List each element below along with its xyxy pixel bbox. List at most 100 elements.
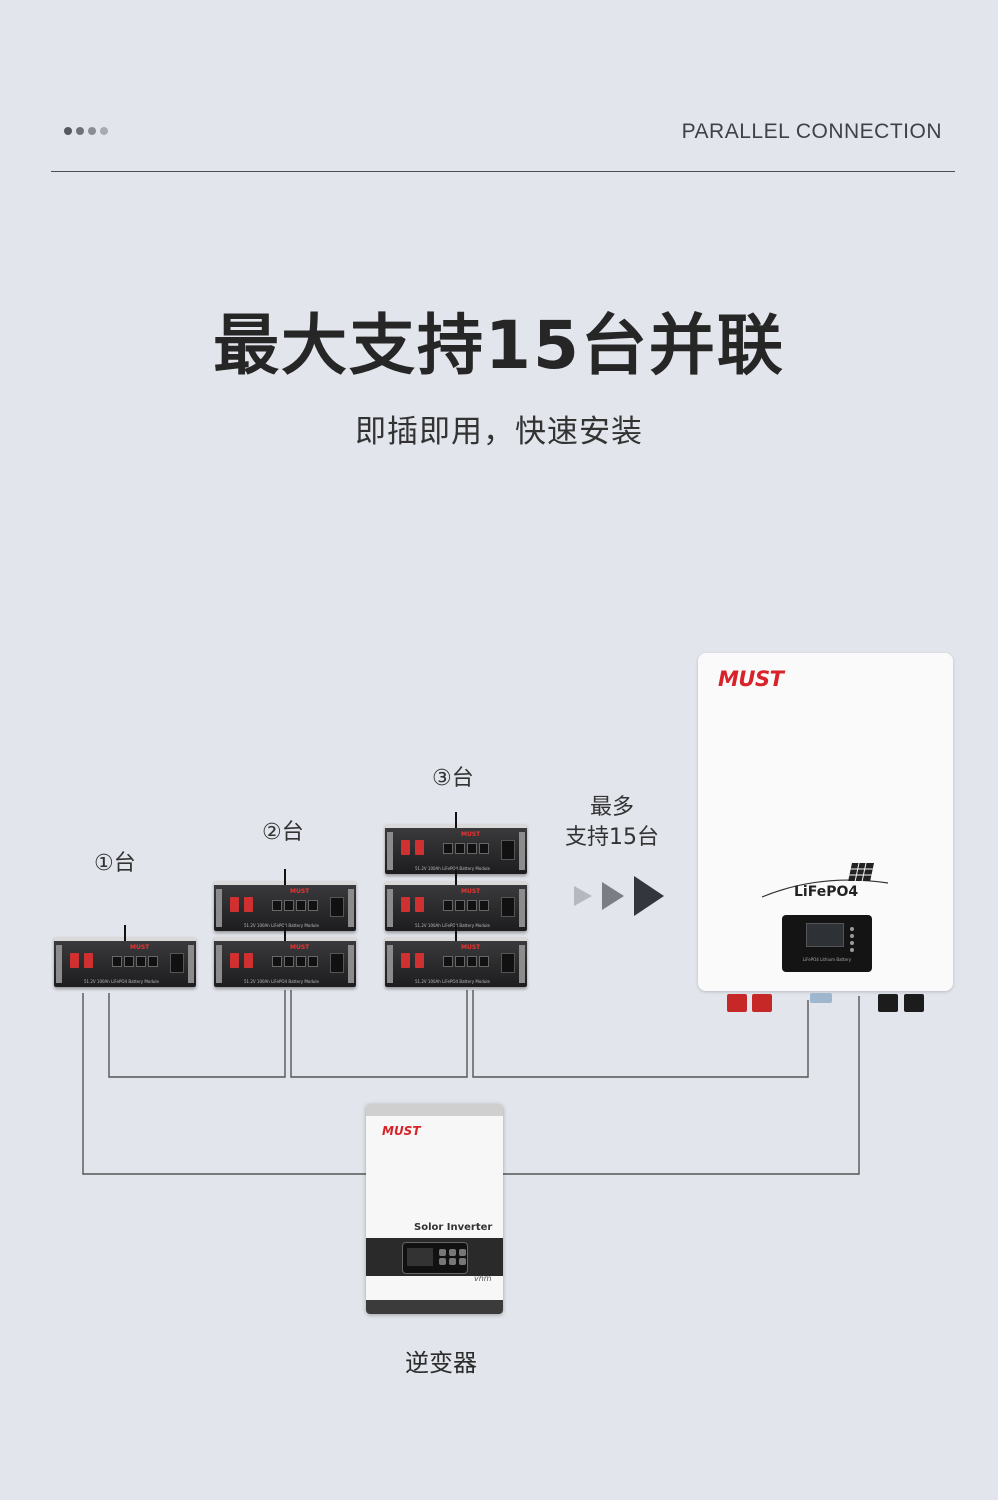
cable-icon xyxy=(124,925,126,941)
negative-connector xyxy=(904,994,924,1012)
module-text: 51.2V 100Ah LiFePO4 Battery Module xyxy=(415,866,490,871)
inverter-base xyxy=(366,1300,503,1314)
port-row xyxy=(272,956,318,967)
handle xyxy=(216,945,222,983)
module-logo: MUST xyxy=(290,888,310,895)
wire-battery-inverter xyxy=(82,993,366,1175)
max-line-1: 最多 xyxy=(589,795,634,820)
arrow-right-icon xyxy=(634,876,664,916)
module-logo: MUST xyxy=(461,944,481,951)
panel-text: LiFePO4 Lithium Battery xyxy=(802,957,852,962)
control-panel: LiFePO4 Lithium Battery xyxy=(782,915,872,972)
wire-ess-inverter xyxy=(503,996,860,1175)
section-label: PARALLEL CONNECTION xyxy=(681,120,942,143)
module-text: 51.2V 100Ah LiFePO4 Battery Module xyxy=(244,923,319,928)
terminal-icon xyxy=(501,953,515,973)
handle xyxy=(519,832,525,870)
port-row xyxy=(272,900,318,911)
lifepo4-battery-unit: MUST LiFePO4 LiFePO4 Lithium Battery xyxy=(698,653,953,991)
breaker-icon xyxy=(244,953,253,968)
divider xyxy=(51,171,955,172)
handle xyxy=(348,945,354,983)
breaker-icon xyxy=(401,897,410,912)
breaker-icon xyxy=(401,840,410,855)
dot xyxy=(76,127,84,135)
terminal-icon xyxy=(330,953,344,973)
breaker-icon xyxy=(70,953,79,968)
inverter-label: 逆变器 xyxy=(405,1349,477,1377)
breaker-icon xyxy=(84,953,93,968)
dot xyxy=(100,127,108,135)
terminal-icon xyxy=(501,897,515,917)
max-line-2: 支持15台 xyxy=(565,825,659,850)
group-1-label: ①台 xyxy=(94,851,136,876)
arrow-right-icon xyxy=(602,882,624,910)
terminal-icon xyxy=(501,840,515,860)
pagination-dots xyxy=(64,127,108,135)
port-row xyxy=(443,900,489,911)
comm-port-icon xyxy=(810,993,832,1003)
module-text: 51.2V 100Ah LiFePO4 Battery Module xyxy=(415,979,490,984)
handle xyxy=(387,945,393,983)
handle xyxy=(216,889,222,927)
group-2-label: ②台 xyxy=(262,820,304,845)
battery-module: MUST 51.2V 100Ah LiFePO4 Battery Module xyxy=(214,869,356,931)
negative-connector xyxy=(878,994,898,1012)
model-label: LiFePO4 xyxy=(794,884,859,900)
lcd-screen xyxy=(407,1248,433,1266)
breaker-icon xyxy=(230,953,239,968)
cable-icon xyxy=(455,925,457,941)
terminal-icon xyxy=(330,897,344,917)
module-text: 51.2V 100Ah LiFePO4 Battery Module xyxy=(84,979,159,984)
handle xyxy=(519,889,525,927)
page-title: 最大支持15台并联 xyxy=(213,307,785,384)
cable-icon xyxy=(284,869,286,885)
badge: vhm xyxy=(474,1274,492,1283)
page-subtitle: 即插即用，快速安装 xyxy=(355,414,643,450)
control-panel xyxy=(402,1242,468,1274)
port-row xyxy=(443,843,489,854)
module-text: 51.2V 100Ah LiFePO4 Battery Module xyxy=(244,979,319,984)
handle xyxy=(519,945,525,983)
breaker-icon xyxy=(415,897,424,912)
handle xyxy=(56,945,62,983)
button-grid xyxy=(439,1249,467,1265)
port-row xyxy=(112,956,158,967)
dot xyxy=(88,127,96,135)
wire-group-2-3 xyxy=(290,990,468,1078)
port-row xyxy=(443,956,489,967)
brand-logo: MUST xyxy=(382,1124,421,1138)
module-logo: MUST xyxy=(461,888,481,895)
handle xyxy=(188,945,194,983)
breaker-icon xyxy=(401,953,410,968)
battery-module: MUST 51.2V 100Ah LiFePO4 Battery Module xyxy=(54,925,196,987)
dot xyxy=(64,127,72,135)
battery-module: MUST 51.2V 100Ah LiFePO4 Battery Module xyxy=(385,869,527,931)
solar-swoosh-icon xyxy=(761,863,889,898)
arrow-right-icon xyxy=(574,886,592,906)
module-text: 51.2V 100Ah LiFePO4 Battery Module xyxy=(415,923,490,928)
breaker-icon xyxy=(244,897,253,912)
module-logo: MUST xyxy=(461,831,481,838)
handle xyxy=(387,832,393,870)
group-3-label: ③台 xyxy=(432,766,474,791)
brand-logo: MUST xyxy=(718,667,784,691)
lcd-screen xyxy=(806,923,844,947)
max-capacity-label: 最多 支持15台 xyxy=(552,793,672,853)
inverter-top xyxy=(366,1104,503,1116)
module-logo: MUST xyxy=(130,944,150,951)
cable-icon xyxy=(455,812,457,828)
module-logo: MUST xyxy=(290,944,310,951)
breaker-icon xyxy=(230,897,239,912)
wire-group-3-ess xyxy=(472,990,809,1078)
handle xyxy=(348,889,354,927)
solar-inverter: MUST Solor Inverter vhm xyxy=(366,1104,503,1314)
inverter-name: Solor Inverter xyxy=(414,1222,493,1233)
cable-icon xyxy=(455,869,457,885)
positive-connector xyxy=(727,994,747,1012)
battery-module: MUST 51.2V 100Ah LiFePO4 Battery Module xyxy=(385,925,527,987)
cable-icon xyxy=(284,925,286,941)
status-leds xyxy=(850,927,854,952)
wire-group-1-2 xyxy=(108,990,286,1078)
